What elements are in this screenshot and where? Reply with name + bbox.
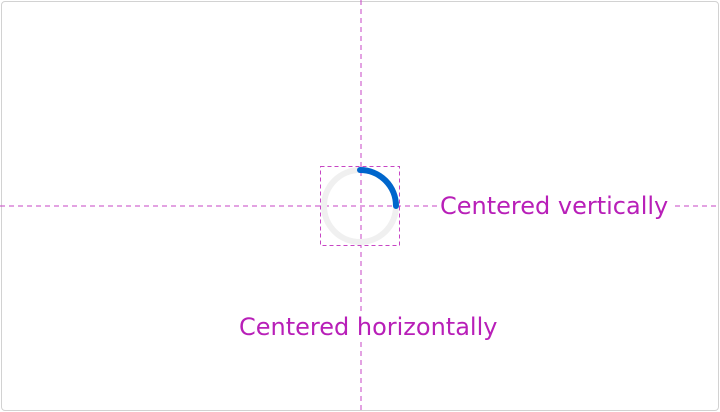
centered-vertically-label: Centered vertically xyxy=(437,192,672,220)
spinner-bounding-box xyxy=(320,166,400,246)
spinner xyxy=(321,167,399,245)
spinner-arc xyxy=(357,167,399,209)
centered-horizontally-label: Centered horizontally xyxy=(237,313,500,341)
